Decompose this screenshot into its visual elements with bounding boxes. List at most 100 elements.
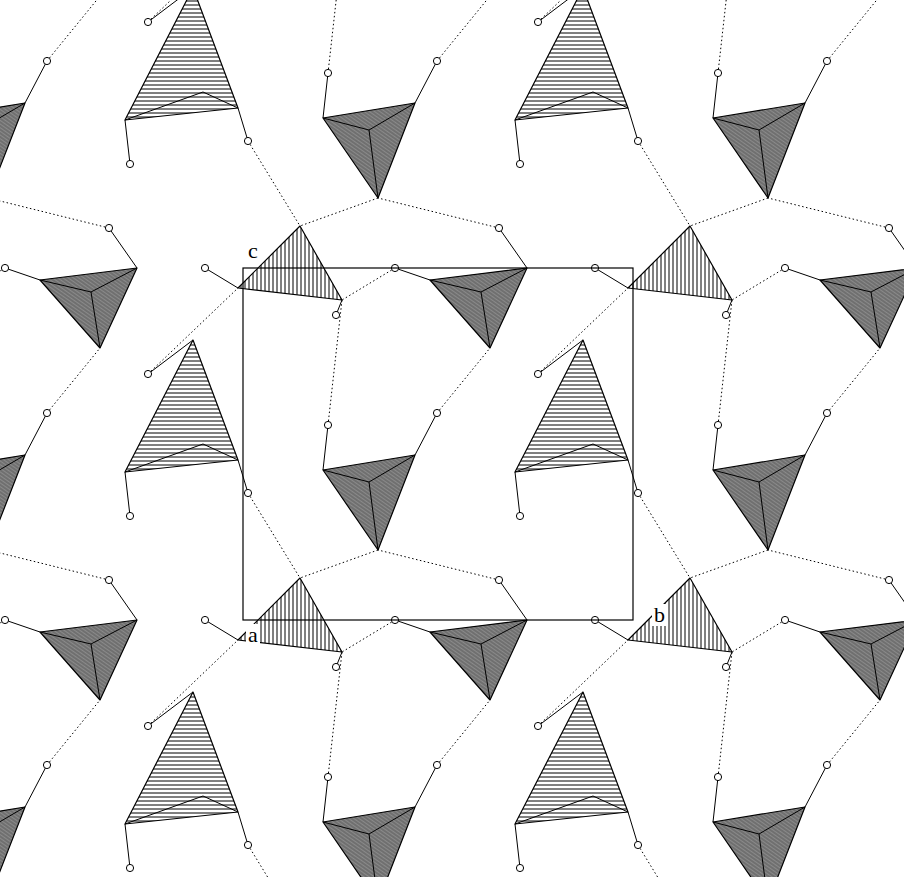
tetrahedron xyxy=(238,578,342,652)
hydrogen-atom xyxy=(244,137,251,144)
tetrahedron-edge xyxy=(369,130,378,198)
hydrogen-atom xyxy=(516,512,523,519)
tetrahedron xyxy=(125,692,238,824)
tetrahedron-face xyxy=(515,340,628,472)
tetrahedron-edge xyxy=(871,292,880,348)
hydrogen-atom xyxy=(201,264,208,271)
hydrogen-atom xyxy=(201,616,208,623)
hydrogen-atom xyxy=(144,370,151,377)
hydrogen-atom xyxy=(634,489,641,496)
tetrahedron xyxy=(40,620,137,700)
tetrahedron-face xyxy=(628,578,732,652)
oh-bond xyxy=(499,580,527,620)
hydrogen-atom xyxy=(495,224,502,231)
hydrogen-atom xyxy=(714,421,721,428)
hydrogen-atom xyxy=(1,616,8,623)
oh-bond xyxy=(415,765,437,807)
tetrahedron-edge xyxy=(871,268,904,292)
tetrahedron-edge xyxy=(0,103,25,130)
hydrogen-bond xyxy=(328,652,342,777)
hydrogen-bond xyxy=(47,700,100,765)
tetrahedron-face xyxy=(0,807,25,877)
oh-bond xyxy=(25,765,47,807)
hydrogen-bond xyxy=(328,0,342,73)
oh-bond xyxy=(109,580,137,620)
hydrogen-atom xyxy=(324,69,331,76)
tetrahedron xyxy=(713,103,805,198)
tetrahedron-edge xyxy=(125,444,203,472)
tetrahedron-edge xyxy=(125,796,203,824)
hydrogen-bond xyxy=(0,198,109,228)
oh-bond xyxy=(125,472,130,516)
tetrahedron-edge xyxy=(481,292,490,348)
oh-bond xyxy=(323,73,328,118)
oh-bond xyxy=(415,61,437,103)
hydrogen-atom xyxy=(714,69,721,76)
tetrahedron-edge xyxy=(515,444,593,472)
tetrahedron-face xyxy=(820,620,904,700)
hydrogen-atom xyxy=(244,489,251,496)
hydrogen-bond xyxy=(437,0,490,61)
hydrogen-atom xyxy=(634,137,641,144)
oh-bond xyxy=(25,61,47,103)
tetrahedron xyxy=(515,340,628,472)
hydrogen-atom xyxy=(126,160,133,167)
tetrahedron-face xyxy=(515,0,628,120)
hydrogen-atom xyxy=(43,761,50,768)
tetrahedron-face xyxy=(125,0,238,120)
hydrogen-bond xyxy=(718,0,732,73)
tetrahedron xyxy=(515,692,628,824)
tetrahedron-edge xyxy=(40,632,91,644)
oh-bond xyxy=(628,812,638,845)
tetrahedron xyxy=(0,807,25,877)
tetrahedron-edge xyxy=(759,455,805,482)
oh-bond xyxy=(125,120,130,164)
oh-bond xyxy=(785,268,820,280)
hydrogen-bond xyxy=(690,198,768,226)
hydrogen-atom xyxy=(516,160,523,167)
tetrahedron-face xyxy=(40,268,137,348)
tetrahedron-edge xyxy=(871,620,904,644)
tetrahedron-edge xyxy=(203,444,238,460)
hydrogen-atom xyxy=(433,57,440,64)
hydrogen-bond xyxy=(638,141,690,226)
tetrahedron-face xyxy=(40,620,137,700)
hydrogen-bond xyxy=(827,348,880,413)
tetrahedron-edge xyxy=(323,470,369,482)
tetrahedron-edge xyxy=(203,92,238,108)
tetrahedron-edge xyxy=(481,644,490,700)
tetrahedron-edge xyxy=(713,118,759,130)
hydrogen-atom xyxy=(634,841,641,848)
tetrahedron-edge xyxy=(515,796,593,824)
hydrogen-atom xyxy=(781,616,788,623)
tetrahedron-face xyxy=(515,692,628,824)
tetrahedron-edge xyxy=(759,807,805,834)
tetrahedron xyxy=(430,268,527,348)
hydrogen-atom xyxy=(332,311,339,318)
tetrahedron-edge xyxy=(481,268,527,292)
oh-bond xyxy=(109,228,137,268)
tetrahedron-edge xyxy=(759,834,768,877)
tetrahedron xyxy=(125,0,238,120)
tetrahedron xyxy=(628,226,732,300)
tetrahedron xyxy=(323,455,415,550)
oh-bond xyxy=(499,228,527,268)
hydrogen-atom xyxy=(433,761,440,768)
hydrogen-bond xyxy=(437,700,490,765)
tetrahedron xyxy=(820,268,904,348)
tetrahedron-face xyxy=(820,268,904,348)
tetrahedron xyxy=(0,103,25,198)
oh-bond xyxy=(5,620,40,632)
hydrogen-bond xyxy=(0,620,5,652)
tetrahedron xyxy=(628,578,732,652)
hydrogen-atom xyxy=(324,421,331,428)
hydrogen-bond xyxy=(300,198,378,226)
hydrogen-atom xyxy=(722,311,729,318)
hydrogen-bond xyxy=(47,0,100,61)
oh-bond xyxy=(805,61,827,103)
hydrogen-bond xyxy=(768,550,889,580)
oh-bond xyxy=(889,228,904,268)
hydrogen-bond xyxy=(638,845,690,877)
